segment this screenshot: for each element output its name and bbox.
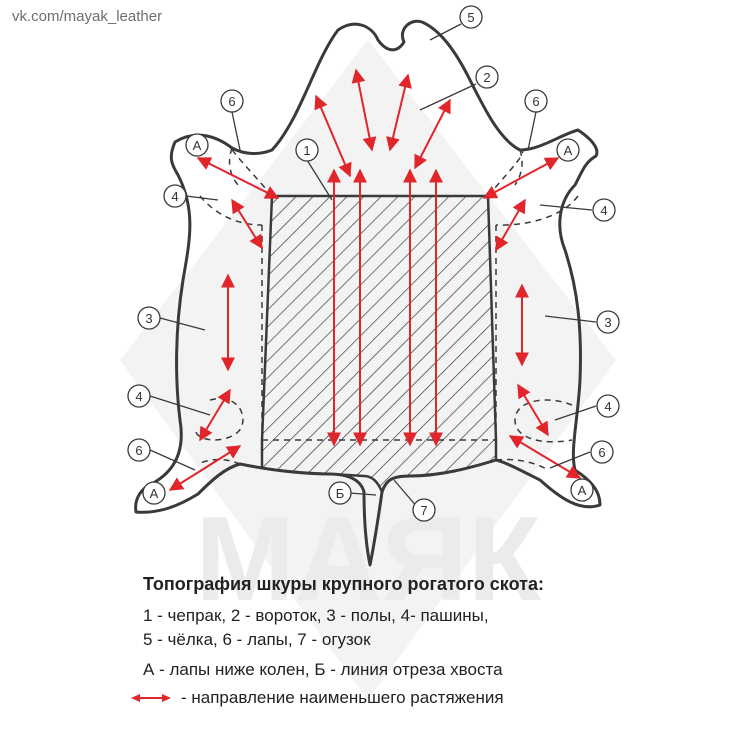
callout-6-upper-left (220, 89, 244, 113)
callout-7 (412, 498, 436, 522)
callout-2-label: 2 (483, 70, 490, 85)
leader-lines (149, 23, 597, 509)
legend-line-3: А - лапы ниже колен, Б - линия отреза хв… (143, 660, 503, 679)
stretch-arrows (168, 68, 582, 491)
double-arrow-icon (131, 694, 171, 702)
callout-a-upper-left (185, 133, 209, 157)
callout-4-lower-right (596, 394, 620, 418)
callout-3-left (137, 306, 161, 330)
callout-1 (295, 138, 319, 162)
callout-a-lower-right-label: А (578, 483, 587, 498)
callout-4-upper-left (163, 184, 187, 208)
callout-4-upper-right-label: 4 (600, 203, 607, 218)
callout-5 (459, 5, 483, 29)
callout-3-left-label: 3 (145, 311, 152, 326)
callout-b (328, 481, 352, 505)
callout-b-label: Б (336, 486, 345, 501)
callout-a-upper-right-label: А (564, 143, 573, 158)
callout-a-upper-left-label: А (193, 138, 202, 153)
callout-4-lower-right-label: 4 (604, 399, 611, 414)
callout-1-label: 1 (303, 143, 310, 158)
callout-6-lower-left-label: 6 (135, 443, 142, 458)
legend-title: Топография шкуры крупного рогатого скота… (143, 574, 544, 594)
callout-2 (475, 65, 499, 89)
callout-6-lower-left (127, 438, 151, 462)
callout-3-right (596, 310, 620, 334)
callout-4-upper-right (592, 198, 616, 222)
legend-line-1: 1 - чепрак, 2 - вороток, 3 - полы, 4- па… (143, 606, 489, 625)
callout-6-lower-right (590, 440, 614, 464)
callout-4-lower-left (127, 384, 151, 408)
callout-a-lower-right (570, 478, 594, 502)
callout-6-upper-right (524, 89, 548, 113)
legend-arrow-row: - направление наименьшего растяжения (131, 688, 544, 708)
site-url[interactable]: vk.com/mayak_leather (12, 8, 163, 25)
legend-arrow-text: - направление наименьшего растяжения (181, 688, 504, 707)
legend-line-2: 5 - чёлка, 6 - лапы, 7 - огузок (143, 630, 371, 649)
callout-a-upper-right (556, 138, 580, 162)
callout-6-lower-right-label: 6 (598, 445, 605, 460)
callout-7-label: 7 (420, 503, 427, 518)
croupon-region (260, 194, 498, 496)
callout-a-lower-left-label: А (150, 486, 159, 501)
callout-4-upper-left-label: 4 (171, 189, 178, 204)
callout-5-label: 5 (467, 10, 474, 25)
callout-4-lower-left-label: 4 (135, 389, 142, 404)
callout-6-upper-left-label: 6 (228, 94, 235, 109)
callout-a-lower-left (142, 481, 166, 505)
legend: Топография шкуры крупного рогатого скота… (131, 574, 544, 708)
callout-6-upper-right-label: 6 (532, 94, 539, 109)
callout-3-right-label: 3 (604, 315, 611, 330)
